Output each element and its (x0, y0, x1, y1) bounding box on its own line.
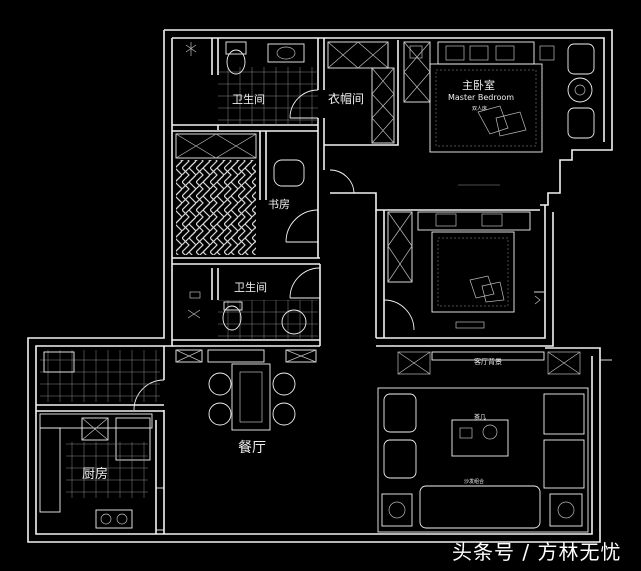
bathroom-middle (187, 267, 321, 340)
kitchen-area (39, 350, 165, 531)
watermark-text: 头条号 / 方林无忧 (452, 540, 622, 564)
label-master-bedroom-en: Master Bedroom (448, 93, 514, 102)
label-study: 书房 (268, 198, 290, 211)
second-bedroom (383, 211, 544, 331)
exterior-walls (27, 29, 613, 543)
bathroom-top (185, 41, 319, 125)
dining-area (133, 349, 317, 431)
room-labels: 卫生间 衣帽间 主卧室 Master Bedroom 双人床 书房 卫生间 客厅… (82, 78, 514, 485)
label-master-bedroom: 主卧室 (462, 78, 495, 92)
label-tea-table: 茶几 (474, 413, 486, 421)
cloakroom (327, 41, 395, 144)
master-bedroom (403, 41, 595, 186)
label-cloakroom: 衣帽间 (328, 91, 364, 106)
label-bathroom-top: 卫生间 (232, 92, 265, 106)
label-kitchen: 厨房 (82, 466, 108, 482)
label-bathroom-mid: 卫生间 (234, 280, 267, 294)
label-sofa: 沙发组合 (464, 478, 484, 485)
label-dining: 餐厅 (238, 440, 266, 456)
label-bed-note: 双人床 (472, 105, 487, 112)
living-room (377, 351, 612, 533)
label-living-background: 客厅背景 (474, 357, 502, 366)
study (175, 133, 355, 255)
